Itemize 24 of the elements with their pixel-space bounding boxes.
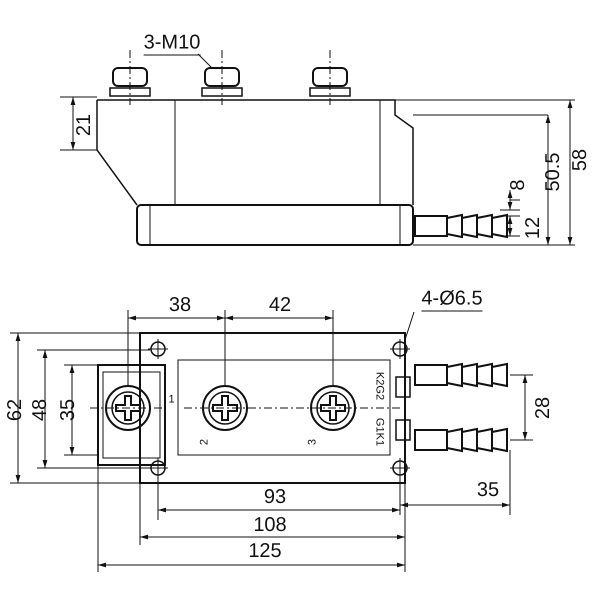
dimension-value: 58 (570, 148, 590, 172)
dimension-value: 28 (533, 396, 553, 420)
dimension-value: 12 (523, 216, 543, 240)
leader-line (198, 54, 212, 68)
pin-label: G1K1 (374, 418, 384, 446)
dimension-value: 108 (253, 515, 287, 535)
hole-spec: 4-Ø6.5 (421, 288, 483, 312)
dimension-value: 35 (476, 480, 500, 500)
dimension-value: 21 (74, 114, 94, 136)
hex-nut (201, 67, 243, 97)
dimension-value: 38 (168, 295, 192, 315)
dimension-value: 50.5 (543, 152, 563, 192)
pin-label: K2G2 (374, 372, 384, 400)
dimension-value: 125 (248, 541, 282, 561)
leader-line (404, 312, 414, 344)
terminal-number: 1 (168, 394, 175, 406)
terminal-number: 3 (308, 438, 318, 446)
dimension-value: 93 (264, 487, 286, 507)
thread-spec: 3-M10 (144, 32, 200, 56)
dimension-value: 42 (268, 295, 292, 315)
terminal-number: 2 (200, 438, 210, 446)
mounting-hole (390, 338, 410, 360)
dimension-value: 8 (508, 179, 528, 191)
dimension-value: 62 (5, 398, 25, 422)
